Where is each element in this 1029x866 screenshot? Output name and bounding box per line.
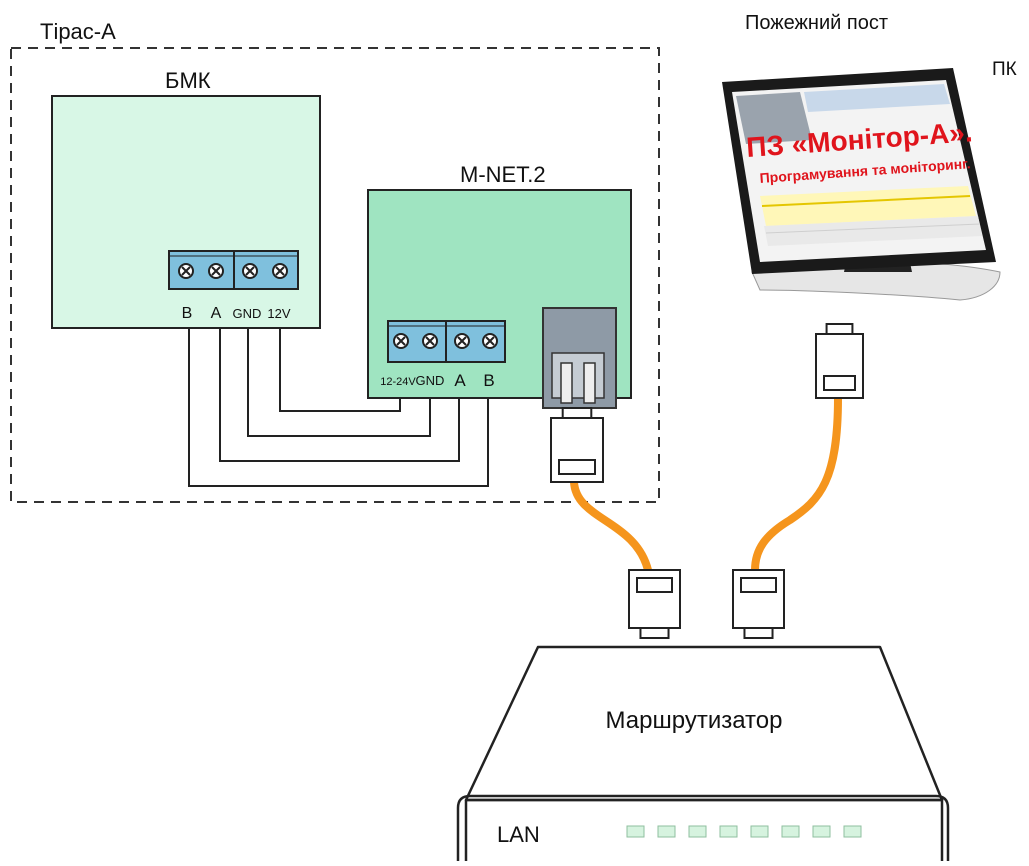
- wiring: [188, 328, 489, 487]
- bmk-module: [51, 95, 321, 329]
- lan-port-led: [843, 825, 862, 838]
- screw-terminal-icon: [208, 263, 224, 279]
- bmk-terminal-label: A: [211, 305, 222, 322]
- lan-port-led: [657, 825, 676, 838]
- mnet-terminal-label: A: [454, 371, 466, 390]
- screw-terminal-icon: [272, 263, 288, 279]
- mnet-label: M-NET.2: [460, 162, 546, 187]
- bmk-terminal-label: 12V: [267, 306, 290, 321]
- mnet-terminal-label: GND: [416, 373, 445, 388]
- screw-terminal-icon: [422, 333, 438, 349]
- wire-b-to-b: [188, 328, 489, 487]
- screw-terminal-icon: [178, 263, 194, 279]
- rj45-plug-icon: [732, 569, 785, 639]
- wire-12v-to-12-24v: [279, 328, 401, 412]
- bmk-terminal-label: GND: [233, 306, 262, 321]
- terminal-screws: [178, 263, 498, 349]
- lan-port-led: [688, 825, 707, 838]
- bmk-label: БМК: [165, 68, 211, 93]
- cable-mnet-to-router: [570, 478, 652, 574]
- router-label: Маршрутизатор: [606, 707, 783, 734]
- fire-post-label: Пожежний пост: [745, 12, 888, 34]
- network-cables: [570, 394, 842, 574]
- lan-port-led: [626, 825, 645, 838]
- rj45-plugs: [550, 323, 864, 639]
- mnet-terminal-labels: 12-24V GND A B: [380, 371, 494, 390]
- rj45-plug-icon: [815, 323, 864, 399]
- pc-label: ПК: [992, 59, 1017, 80]
- lan-label: LAN: [497, 822, 540, 847]
- rj45-plug-icon: [628, 569, 681, 639]
- lan-port-led: [750, 825, 769, 838]
- mnet-terminal-label: 12-24V: [380, 376, 416, 388]
- bmk-terminal-labels: B A GND 12V: [182, 305, 291, 322]
- enclosure-label: Тірас-А: [40, 19, 116, 44]
- rj45-plug-icon: [550, 407, 604, 483]
- lan-port-led: [719, 825, 738, 838]
- wire-a-to-a: [219, 328, 460, 462]
- cable-pc-to-router: [751, 394, 842, 574]
- screw-terminal-icon: [482, 333, 498, 349]
- router-icon: [456, 645, 950, 861]
- enclosure-boundary: [10, 47, 660, 503]
- bmk-terminal-label: B: [182, 305, 193, 322]
- lan-port-led: [781, 825, 800, 838]
- lan-port-leds: [626, 825, 862, 838]
- screw-terminal-icon: [393, 333, 409, 349]
- wire-gnd-to-gnd: [247, 328, 431, 437]
- rj45-socket-icon: [542, 307, 617, 409]
- screw-terminal-icon: [454, 333, 470, 349]
- mnet-terminal-label: B: [483, 371, 494, 390]
- monitor-icon: [722, 68, 1001, 301]
- screw-terminal-icon: [242, 263, 258, 279]
- lan-port-led: [812, 825, 831, 838]
